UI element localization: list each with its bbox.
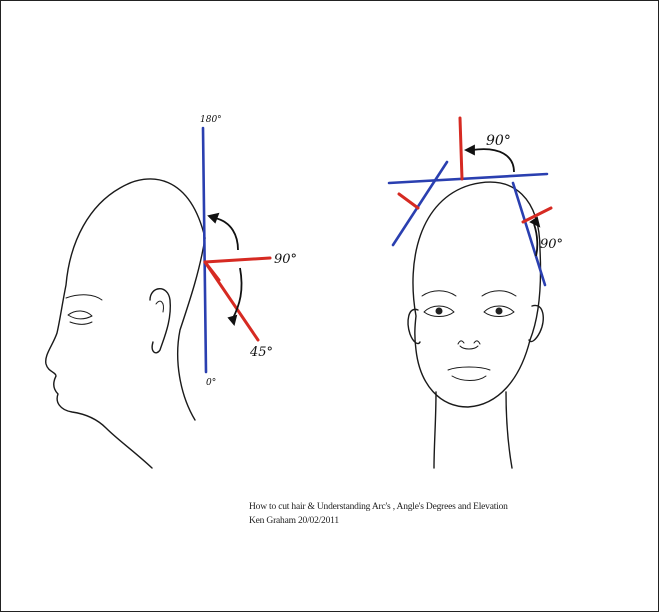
front-pupil-right <box>496 308 503 315</box>
caption: How to cut hair & Understanding Arc's , … <box>249 500 508 528</box>
front-mouth-lower <box>452 376 486 381</box>
front-head-outline <box>413 182 541 407</box>
front-top-arc-head <box>466 146 474 154</box>
front-eyebrow-left <box>422 291 456 296</box>
front-eyebrow-right <box>482 291 516 296</box>
front-mouth-upper <box>448 367 490 370</box>
profile-ear <box>150 289 170 353</box>
profile-neck-back <box>178 238 205 420</box>
horizontal-reference-line <box>389 174 547 183</box>
front-nose <box>460 346 478 349</box>
label-90-side: 90° <box>274 252 297 267</box>
label-90-top: 90° <box>486 133 511 149</box>
profile-head-outline <box>46 179 205 468</box>
profile-eye-lid <box>70 322 92 324</box>
profile-eyebrow <box>66 295 102 300</box>
side-view-head <box>46 179 205 468</box>
front-view-angles: 90° 90° <box>389 118 563 285</box>
front-view-head <box>408 182 543 468</box>
top-vertical-line <box>460 118 462 179</box>
front-nostrils <box>458 341 480 344</box>
label-45: 45° <box>249 345 273 360</box>
profile-ear-inner <box>156 301 163 312</box>
front-neck-right <box>506 392 512 468</box>
arc-90-180 <box>215 218 238 250</box>
caption-title: How to cut hair & Understanding Arc's , … <box>249 500 508 514</box>
front-ear-left <box>408 309 420 343</box>
arc-90-180-head <box>209 214 218 222</box>
left-perpendicular-line <box>399 194 418 208</box>
label-180: 180° <box>200 115 222 125</box>
right-tangent-line <box>513 183 545 285</box>
front-pupil-left <box>436 308 443 315</box>
side-view-angles: 180° 90° 45° 0° <box>200 115 297 388</box>
profile-eye <box>68 311 92 319</box>
arc-45-90-head <box>229 316 236 324</box>
elevation-low-line <box>205 262 219 280</box>
label-90-right: 90° <box>540 237 563 252</box>
caption-author: Ken Graham 20/02/2011 <box>249 514 508 528</box>
front-top-arc <box>472 149 514 172</box>
front-neck-left <box>434 392 436 468</box>
front-right-arc-head <box>531 218 539 226</box>
label-0: 0° <box>206 378 216 388</box>
elevation-90-line <box>205 258 270 262</box>
vertical-reference-line <box>203 128 206 372</box>
